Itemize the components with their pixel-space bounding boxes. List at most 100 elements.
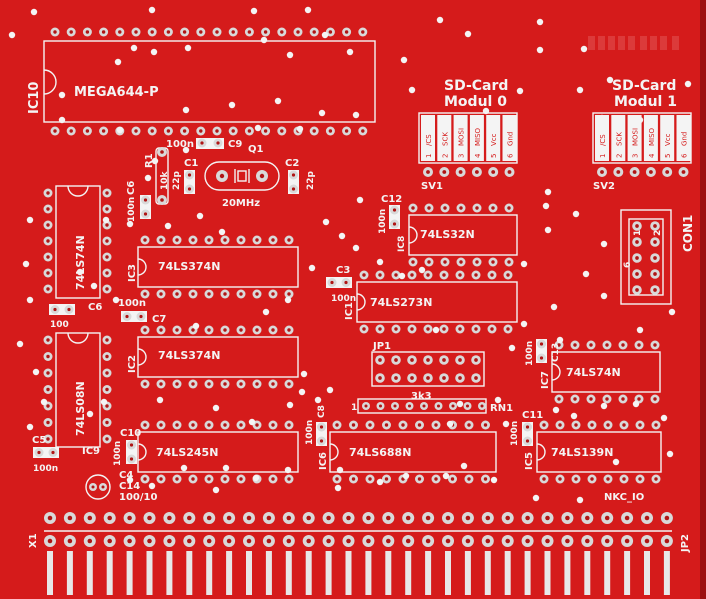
capacitor-c8: C8 100n bbox=[305, 405, 327, 446]
edge-pad bbox=[322, 535, 335, 547]
edge-finger bbox=[644, 551, 650, 595]
jp2-ref: JP2 bbox=[680, 534, 691, 553]
svg-text:6: 6 bbox=[681, 153, 689, 158]
c6left-value: 100 bbox=[50, 320, 69, 330]
pad bbox=[398, 420, 408, 430]
rn1-value: 3k3 bbox=[411, 391, 432, 402]
capacitor-c5: C5 100n bbox=[32, 435, 59, 474]
pad bbox=[359, 324, 369, 334]
pad bbox=[464, 474, 474, 484]
via bbox=[606, 76, 614, 84]
pad bbox=[43, 268, 53, 278]
via bbox=[400, 56, 408, 64]
via bbox=[250, 7, 258, 15]
pad bbox=[471, 373, 481, 383]
ic2-74ls374n: 74LS374N IC2 bbox=[127, 325, 299, 389]
pad bbox=[172, 379, 182, 389]
edge-pad bbox=[282, 535, 295, 547]
pad bbox=[268, 235, 278, 245]
pad bbox=[554, 394, 564, 404]
edge-finger bbox=[484, 551, 491, 595]
edge-pad bbox=[203, 535, 216, 547]
capacitor-c3: C3 100n bbox=[326, 265, 356, 304]
via bbox=[490, 476, 498, 484]
c8-ref: C8 bbox=[317, 405, 327, 418]
pad bbox=[204, 325, 214, 335]
pad bbox=[236, 420, 246, 430]
pad bbox=[252, 289, 262, 299]
pad bbox=[439, 355, 449, 365]
via bbox=[296, 125, 304, 133]
via bbox=[402, 472, 410, 480]
pad bbox=[102, 385, 112, 394]
edge-pad bbox=[402, 512, 415, 524]
pad bbox=[102, 284, 112, 294]
pad bbox=[471, 355, 481, 365]
pad bbox=[471, 270, 481, 280]
c14-value: 100/10 bbox=[119, 492, 157, 503]
via bbox=[376, 478, 384, 486]
via bbox=[196, 212, 204, 220]
pad bbox=[228, 27, 238, 37]
c3-ref: C3 bbox=[336, 265, 350, 276]
via bbox=[322, 218, 330, 226]
con1-pin1: 1 bbox=[633, 230, 643, 236]
edge-pad bbox=[561, 535, 574, 547]
pad bbox=[156, 379, 166, 389]
capacitor-c6-left: C6 100 bbox=[49, 302, 102, 330]
via bbox=[126, 476, 134, 484]
board-right-edge bbox=[700, 0, 706, 599]
via bbox=[460, 462, 468, 470]
pad bbox=[43, 418, 53, 427]
pad bbox=[293, 27, 303, 37]
via bbox=[308, 264, 316, 272]
pad bbox=[332, 420, 342, 430]
pad bbox=[156, 325, 166, 335]
pad bbox=[539, 474, 549, 484]
pad bbox=[504, 203, 514, 213]
pad bbox=[365, 474, 375, 484]
pad bbox=[555, 420, 565, 430]
ic10-name: MEGA644-P bbox=[74, 85, 159, 100]
via bbox=[536, 46, 544, 54]
pad bbox=[555, 474, 565, 484]
via bbox=[536, 18, 544, 26]
via bbox=[252, 474, 260, 482]
pad bbox=[220, 379, 230, 389]
pad bbox=[439, 167, 450, 177]
capacitor-c6-top: C6 100n bbox=[126, 181, 151, 222]
pad bbox=[284, 420, 294, 430]
pad bbox=[236, 289, 246, 299]
pad bbox=[268, 379, 278, 389]
pad bbox=[342, 27, 352, 37]
con1-ref: CON1 bbox=[681, 215, 695, 252]
via bbox=[582, 270, 590, 278]
c6left-ref: C6 bbox=[88, 302, 102, 313]
via bbox=[508, 344, 516, 352]
vias bbox=[8, 6, 692, 504]
pad bbox=[503, 270, 513, 280]
con1-pads bbox=[632, 221, 660, 295]
edge-pad bbox=[163, 535, 176, 547]
pad bbox=[188, 474, 198, 484]
ic8-74ls32n: 74LS32N IC8 bbox=[397, 203, 518, 267]
edge-pad bbox=[362, 512, 375, 524]
pad bbox=[309, 126, 319, 136]
edge-pad bbox=[143, 512, 156, 524]
via bbox=[148, 482, 156, 490]
ic6-name: 74LS688N bbox=[349, 446, 411, 459]
c2-ref: C2 bbox=[285, 158, 299, 169]
via bbox=[30, 8, 38, 16]
via bbox=[304, 6, 312, 14]
pad bbox=[102, 236, 112, 246]
edge-pad bbox=[501, 535, 514, 547]
edge-finger bbox=[126, 551, 133, 595]
svg-text:MOSI: MOSI bbox=[458, 128, 466, 146]
pad bbox=[455, 373, 465, 383]
pad bbox=[434, 402, 443, 410]
via bbox=[260, 36, 268, 44]
sd-pin-cell: 1/CS bbox=[421, 115, 435, 161]
pad bbox=[102, 252, 112, 262]
via bbox=[26, 423, 34, 431]
